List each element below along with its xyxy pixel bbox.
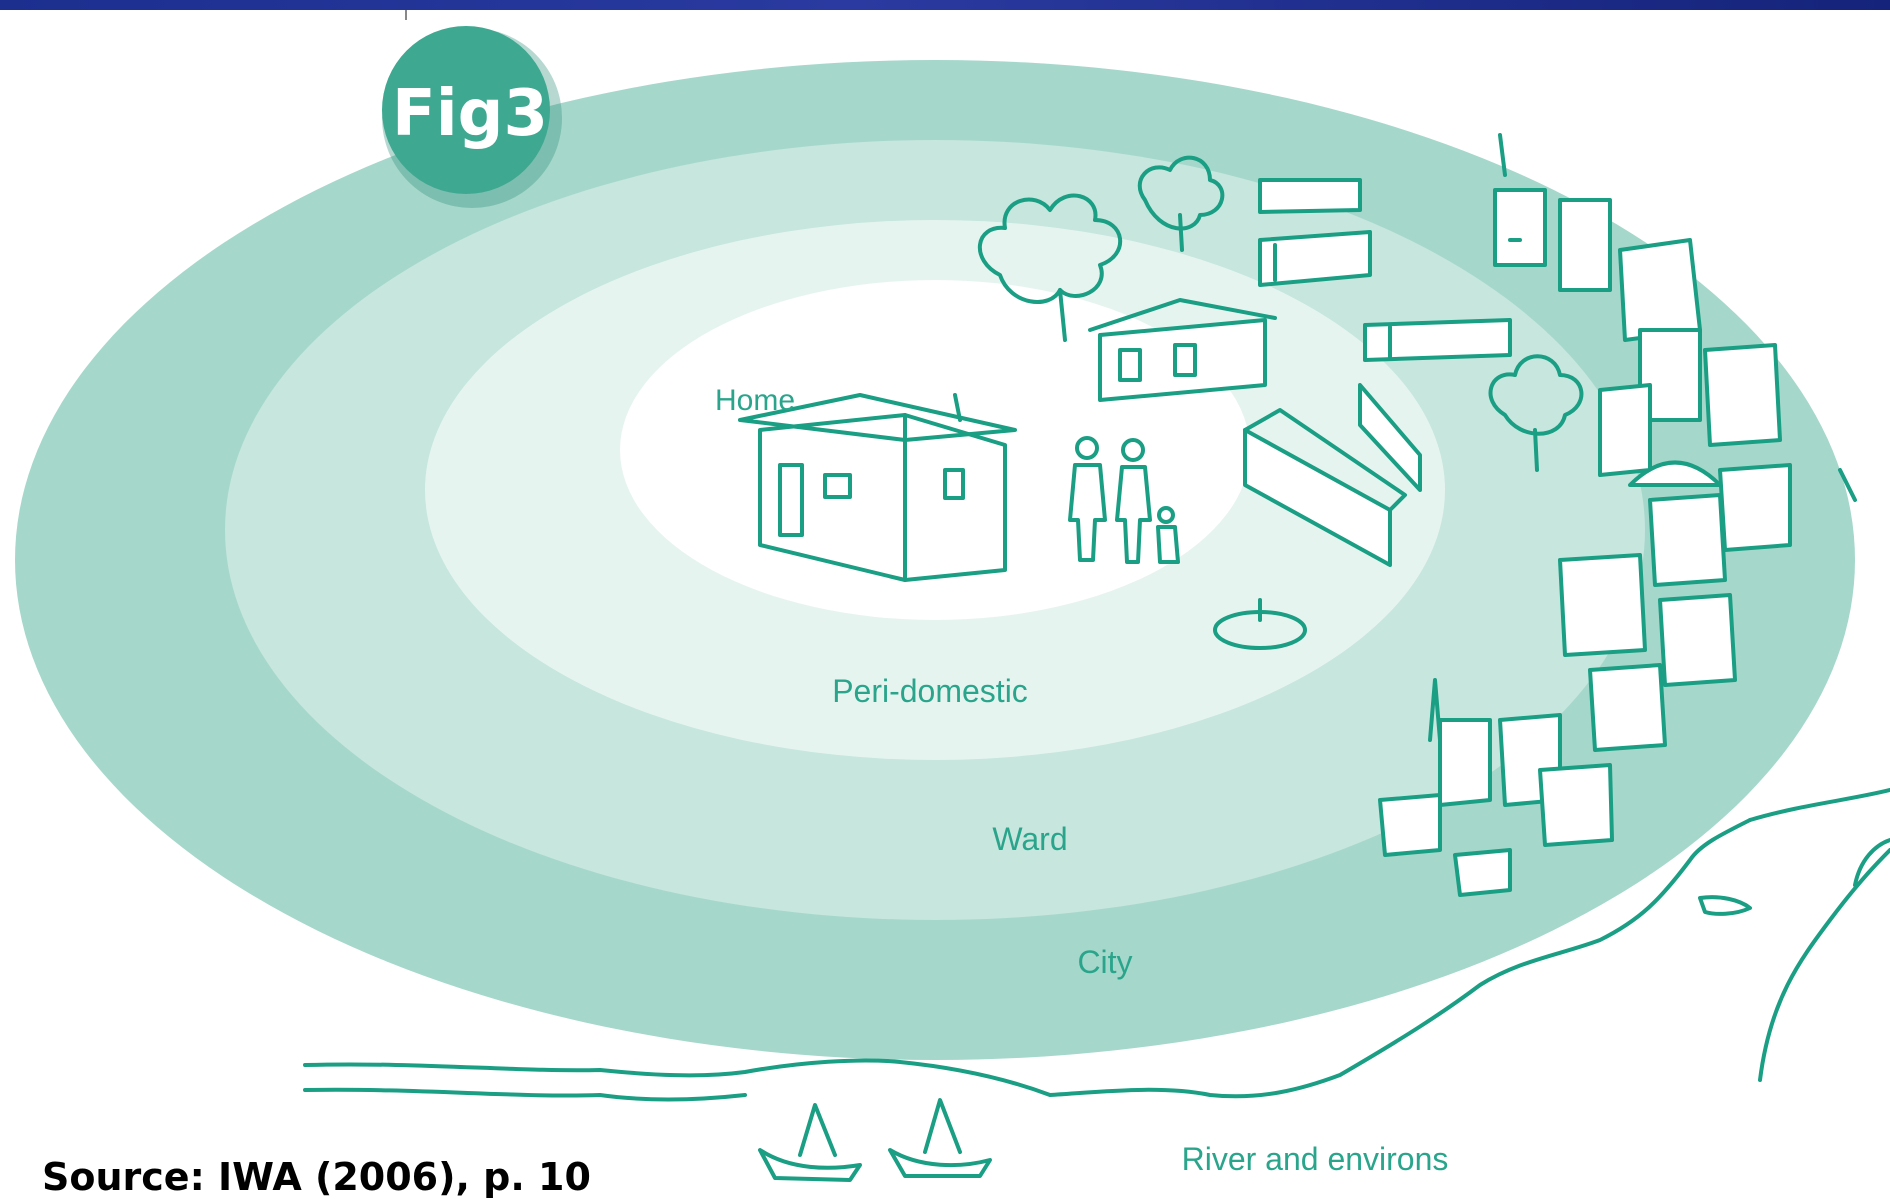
top-accent-bar bbox=[0, 0, 1890, 10]
zone-label-peri-domestic: Peri-domestic bbox=[832, 673, 1028, 709]
source-citation: Source: IWA (2006), p. 10 bbox=[42, 1155, 591, 1199]
river-illustration bbox=[303, 788, 1890, 1102]
boats-illustration bbox=[758, 895, 1752, 1182]
zone-label-home: Home bbox=[715, 384, 795, 417]
city-buildings-illustration bbox=[1378, 133, 1857, 897]
zone-label-city: City bbox=[1077, 944, 1132, 980]
figure-badge: Fig3 bbox=[382, 26, 562, 208]
zone-label-ward: Ward bbox=[992, 821, 1067, 857]
figure-badge-text: Fig3 bbox=[392, 77, 548, 151]
village-buildings-illustration bbox=[1088, 178, 1512, 650]
river-label: River and environs bbox=[1182, 1141, 1449, 1177]
top-tick-mark bbox=[405, 10, 407, 20]
home-house-illustration bbox=[738, 393, 1017, 582]
trees-illustration bbox=[978, 155, 1584, 472]
family-figures-illustration bbox=[1068, 436, 1180, 564]
